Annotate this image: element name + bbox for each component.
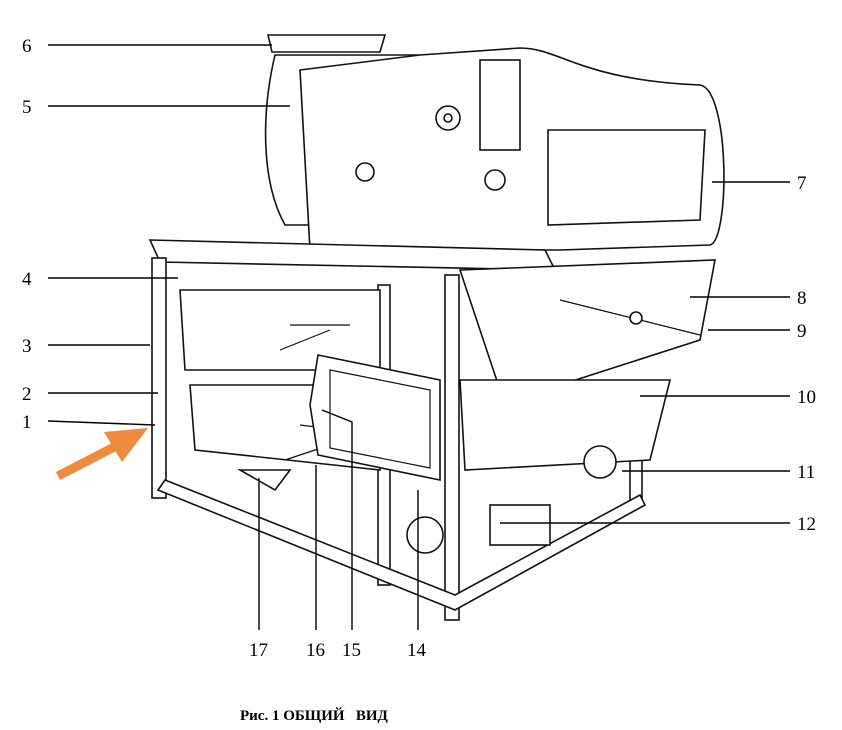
figure-caption: Рис. 1 ОБЩИЙ ВИД [240,708,388,724]
callout-4: 4 [22,269,32,290]
callout-2: 2 [22,384,32,405]
callout-12: 12 [797,514,816,535]
callout-9: 9 [797,321,807,342]
callout-16: 16 [306,640,325,661]
callout-7: 7 [797,173,807,194]
callout-6: 6 [22,36,32,57]
callout-8: 8 [797,288,807,309]
machine-drawing [148,34,725,621]
orange-arrow-icon [55,428,148,480]
leader-lines [47,44,790,630]
callout-3: 3 [22,336,32,357]
callout-1: 1 [22,412,32,433]
callout-17: 17 [249,640,268,661]
callout-5: 5 [22,97,32,118]
callout-11: 11 [797,462,815,483]
callout-labels: 6 5 4 3 2 1 7 8 9 10 11 12 17 16 15 14 [22,36,816,661]
callout-14: 14 [407,640,427,661]
callout-15: 15 [342,640,361,661]
callout-10: 10 [797,387,816,408]
